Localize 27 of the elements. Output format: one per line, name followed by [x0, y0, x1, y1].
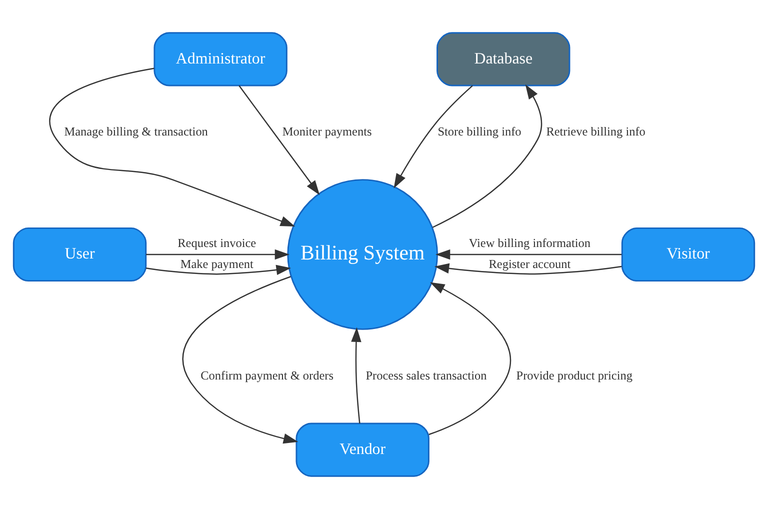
arrow	[182, 276, 298, 444]
edge-label: Moniter payments	[282, 124, 372, 139]
node-box: Vendor	[296, 422, 430, 477]
arrow	[351, 327, 362, 424]
edge-label: Register account	[488, 256, 571, 271]
arrow	[432, 84, 542, 228]
edge-label: Retrieve billing info	[546, 124, 646, 139]
edge-label: Provide product pricing	[516, 368, 632, 382]
edge-label: Confirm payment & orders	[200, 368, 334, 382]
edge-label: Manage billing & transaction	[64, 124, 208, 139]
edge-label: Store billing info	[438, 124, 522, 139]
node-box: Visitor	[621, 227, 756, 282]
edge-label: Request invoice	[178, 236, 256, 250]
node-box: Database	[436, 32, 570, 86]
arrow	[146, 249, 290, 260]
edge-label: Process sales transaction	[366, 368, 487, 382]
edge-label: Make payment	[180, 256, 254, 271]
arrow	[394, 85, 473, 188]
arrow	[238, 85, 320, 196]
arrow	[434, 263, 622, 275]
arrow	[146, 264, 291, 276]
arrow	[428, 282, 511, 436]
node-box: Administrator	[154, 32, 288, 86]
edge-label: View billing information	[468, 236, 590, 250]
arrow	[49, 68, 296, 226]
node-box: User	[12, 227, 147, 282]
arrow	[435, 249, 622, 260]
